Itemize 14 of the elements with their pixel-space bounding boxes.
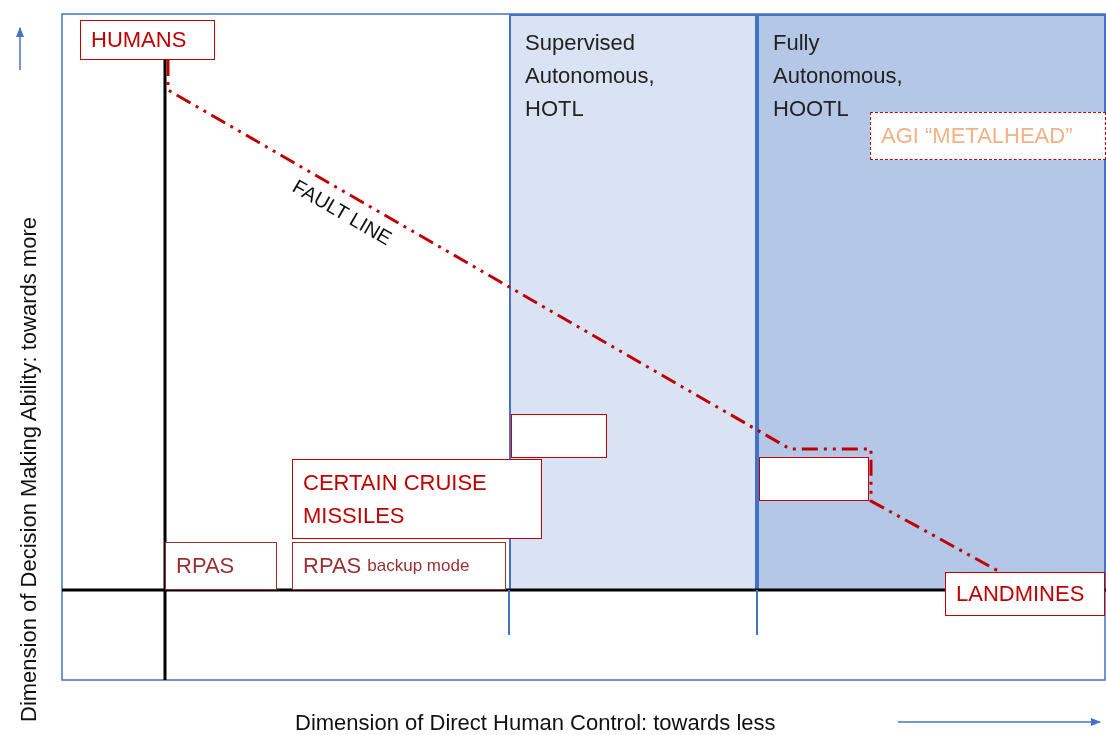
label-box: AGI “METALHEAD” bbox=[870, 112, 1106, 160]
zone-heading: Supervised Autonomous, HOTL bbox=[525, 29, 656, 123]
label-box: HUMANS bbox=[80, 20, 215, 60]
label-box: LANDMINES bbox=[945, 572, 1105, 616]
label-box bbox=[292, 542, 506, 590]
empty-box bbox=[511, 414, 607, 458]
autonomy-zone bbox=[509, 14, 757, 590]
label-box: RPAS bbox=[165, 542, 277, 590]
label-text: RPAS bbox=[303, 553, 362, 579]
label-note: backup mode bbox=[367, 556, 470, 576]
label-box: CERTAIN CRUISE MISSILES bbox=[292, 459, 542, 539]
axis-title: Dimension of Direct Human Control: towards less bbox=[295, 710, 776, 735]
axis-title: Dimension of Decision Making Ability: towards more bbox=[16, 217, 42, 722]
empty-box bbox=[759, 457, 869, 501]
